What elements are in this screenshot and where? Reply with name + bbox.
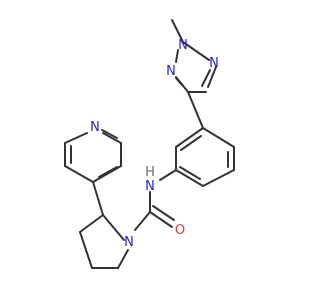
atom-h-amide: H bbox=[145, 165, 155, 180]
phenyl-double-bond bbox=[180, 135, 202, 151]
phenyl-bond bbox=[175, 127, 204, 148]
pyridine-double-bond bbox=[101, 129, 118, 139]
biaryl-bond bbox=[187, 91, 204, 129]
atom-n-triazole-2: N bbox=[166, 64, 176, 79]
triazole-bond bbox=[182, 41, 210, 61]
pyridine-bond bbox=[92, 165, 122, 183]
triazole-bond bbox=[207, 66, 217, 88]
triazole-double-bond bbox=[175, 77, 183, 86]
carbonyl-double-bond bbox=[152, 205, 175, 221]
aryl-nh-bond bbox=[159, 169, 177, 181]
atom-labels: N N N N H N O N bbox=[90, 38, 219, 250]
atom-n-methyl: N bbox=[178, 38, 188, 53]
pyridyl-bond bbox=[92, 181, 104, 216]
carbonyl-n-bond bbox=[134, 211, 151, 231]
atom-n-pyridine: N bbox=[90, 120, 100, 135]
pyrrolidine-bond bbox=[79, 214, 104, 233]
molecule-diagram: N N N N H N O N bbox=[64, 19, 235, 269]
methyl-bond bbox=[171, 19, 184, 43]
pyridine-double-bond bbox=[98, 166, 118, 178]
phenyl-bond bbox=[202, 127, 235, 148]
atom-n-pyrrolidine: N bbox=[124, 235, 134, 250]
carbonyl-double-bond bbox=[149, 211, 173, 228]
bond-lines bbox=[64, 19, 235, 269]
pyridine-bond bbox=[64, 132, 88, 144]
pyridine-bond bbox=[64, 165, 94, 183]
atom-o-carbonyl: O bbox=[175, 223, 185, 238]
phenyl-double-bond bbox=[179, 166, 201, 180]
pyrrolidine-bond bbox=[117, 249, 129, 269]
pyridine-bond bbox=[102, 132, 122, 144]
phenyl-bond bbox=[202, 169, 235, 187]
triazole-double-bond bbox=[201, 69, 211, 87]
atom-n-triazole-4: N bbox=[209, 56, 219, 71]
phenyl-bond bbox=[175, 169, 204, 187]
atom-n-amide: N bbox=[145, 179, 155, 194]
triazole-bond bbox=[175, 49, 179, 63]
pyrrolidine-bond bbox=[79, 231, 93, 269]
molecule-structure: N N N N H N O N bbox=[64, 19, 235, 269]
pyrrolidine-bond bbox=[102, 214, 125, 241]
